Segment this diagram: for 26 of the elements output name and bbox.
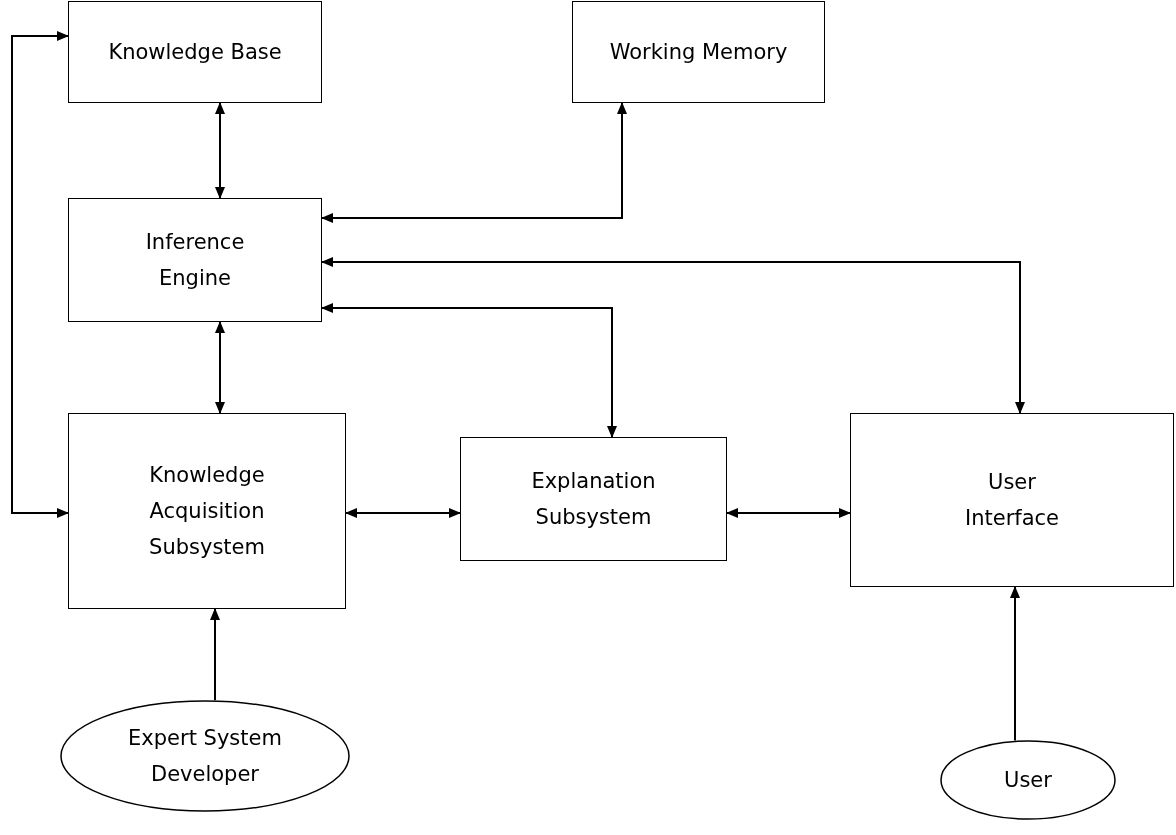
component-box xyxy=(68,198,322,322)
box-label: Working Memory xyxy=(609,39,788,66)
connector-arrow xyxy=(215,321,225,414)
connector-arrow xyxy=(345,508,461,518)
box-label: User Interface xyxy=(964,469,1060,532)
connector-arrow xyxy=(215,102,225,199)
component-box xyxy=(572,1,825,103)
connector-arrow xyxy=(210,608,220,702)
box-label: Expert System Developer xyxy=(127,725,283,788)
actor-ellipse xyxy=(60,700,350,812)
connector-arrow xyxy=(321,303,617,438)
actor-ellipse xyxy=(940,740,1116,820)
component-box xyxy=(68,413,346,609)
component-box xyxy=(850,413,1174,587)
box-label: Explanation Subsystem xyxy=(530,468,657,531)
box-label: Inference Engine xyxy=(144,229,246,292)
connector-arrow xyxy=(11,31,69,518)
box-label: Knowledge Base xyxy=(108,39,282,66)
component-box xyxy=(460,437,727,561)
connector-arrow xyxy=(321,257,1025,414)
connector-arrow xyxy=(321,102,627,223)
connector-arrow xyxy=(1010,586,1020,742)
box-label: Knowledge Acquisition Subsystem xyxy=(148,462,266,561)
connector-arrow xyxy=(726,508,851,518)
component-box xyxy=(68,1,322,103)
box-label: User xyxy=(1004,767,1052,794)
